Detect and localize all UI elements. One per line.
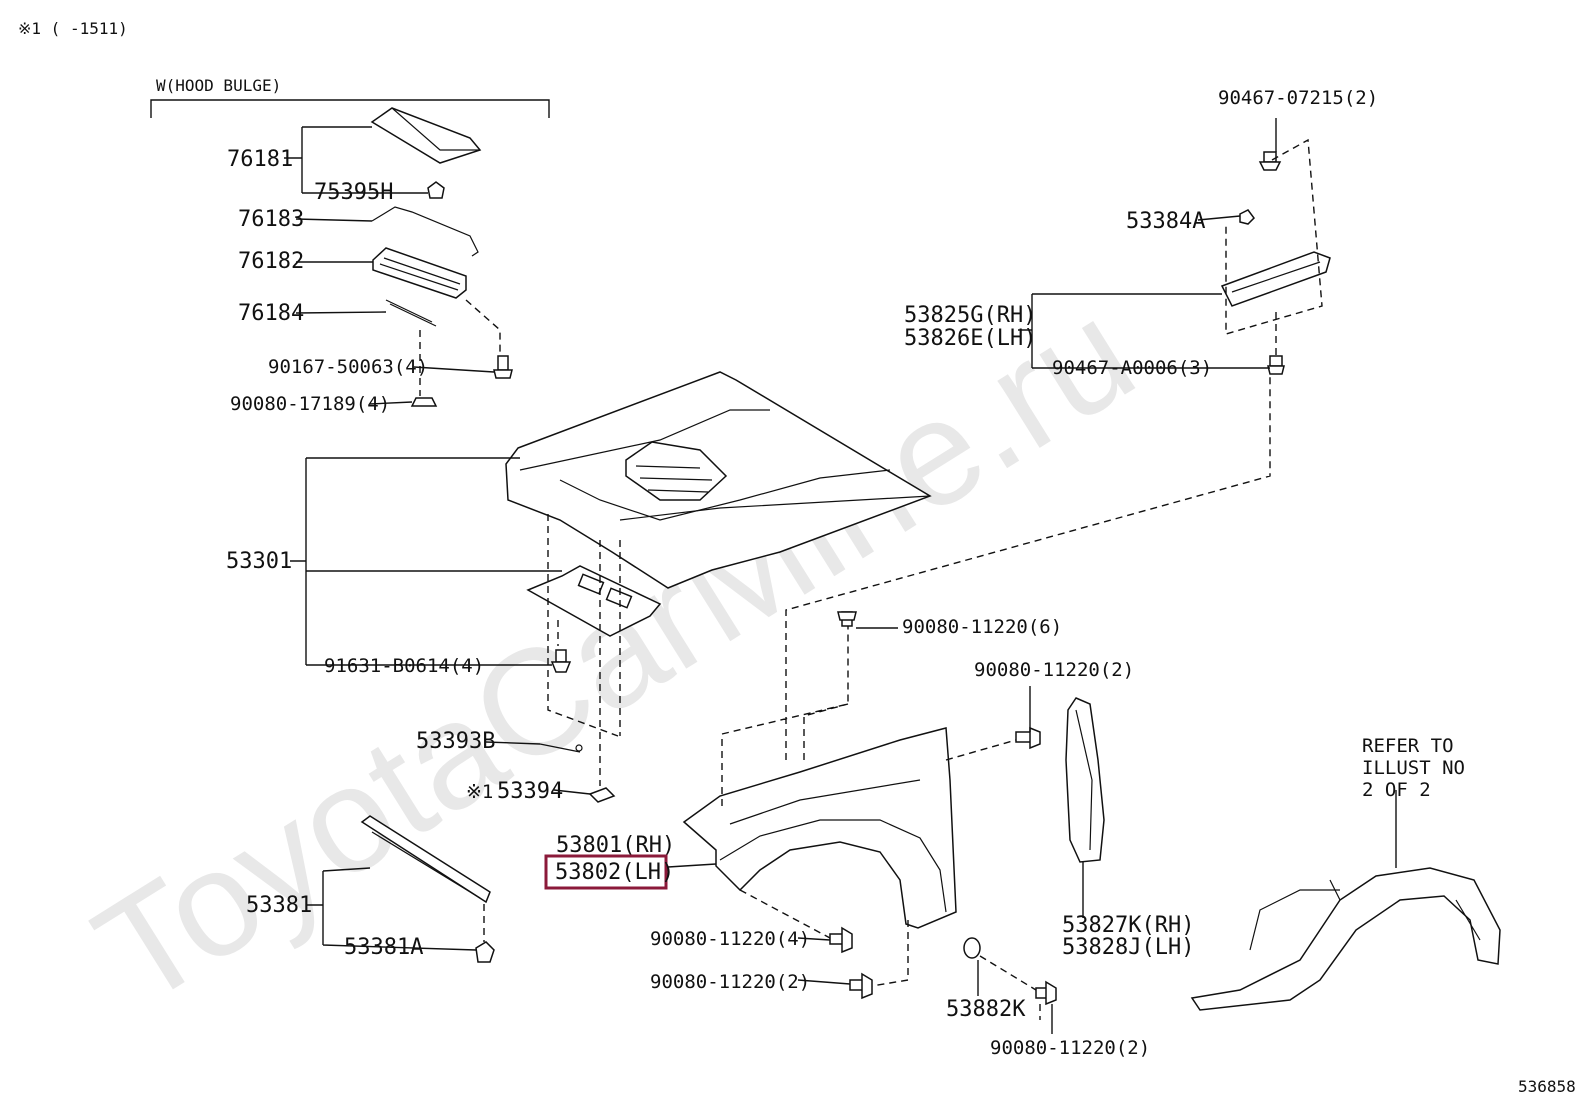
- liner-ref-shape: [1190, 867, 1501, 1011]
- label-91631-B0614[interactable]: 91631-B0614(4): [324, 655, 484, 677]
- watermark: ToyotaCarMine.ru: [68, 267, 1161, 1037]
- label-53802-lh[interactable]: 53802(LH): [555, 860, 674, 885]
- label-76184[interactable]: 76184: [238, 301, 304, 326]
- part-53801-fender-shape: [682, 727, 957, 929]
- bolt-90080-6-shape: [837, 611, 857, 627]
- label-53394[interactable]: 53394: [497, 779, 563, 804]
- label-76181[interactable]: 76181: [227, 147, 293, 172]
- part-53882K-shape: [963, 937, 981, 959]
- highlight-box-53802: [544, 854, 668, 890]
- label-53381A[interactable]: 53381A: [344, 935, 423, 960]
- part-76183-shape: [371, 206, 479, 257]
- refer-note-line-3: 2 OF 2: [1362, 779, 1431, 801]
- label-53801-rh[interactable]: 53801(RH): [556, 833, 675, 858]
- fender-dash-lines: [721, 374, 1271, 1020]
- group-hood-bulge-label: W(HOOD BULGE): [156, 76, 281, 95]
- part-75395H-shape: [427, 181, 445, 199]
- part-76181-shape: [370, 107, 482, 164]
- label-76182[interactable]: 76182: [238, 249, 304, 274]
- part-53301-hood-shape: [505, 371, 932, 589]
- bolt-90080-2c-shape: [1035, 980, 1057, 1006]
- label-90467-A0006[interactable]: 90467-A0006(3): [1052, 357, 1212, 379]
- label-53882K[interactable]: 53882K: [946, 997, 1026, 1022]
- refer-note-line-1: REFER TO: [1362, 735, 1454, 757]
- part-91631-clip-shape: [550, 649, 572, 673]
- support-dash-lines: [1225, 138, 1323, 356]
- group-bracket: [150, 99, 550, 118]
- label-76183[interactable]: 76183: [238, 207, 304, 232]
- bolt-90467-07215-shape: [1258, 151, 1282, 171]
- label-53393B[interactable]: 53393B: [416, 729, 495, 754]
- label-53826E-lh[interactable]: 53826E(LH): [904, 326, 1036, 351]
- part-53301-brace-shape: [526, 565, 662, 637]
- label-53827K-rh[interactable]: 53827K(RH): [1062, 913, 1194, 938]
- footnote-mark: ※1: [466, 781, 493, 803]
- label-90080-11220-2-upper[interactable]: 90080-11220(2): [974, 659, 1134, 681]
- hood-dash-lines: [547, 514, 621, 786]
- bolt-90080-4-shape: [829, 926, 853, 954]
- bolt-90080-2b-shape: [849, 972, 873, 1000]
- part-53393B-shape: [539, 743, 583, 753]
- part-53381-shape: [360, 815, 491, 904]
- label-90080-11220-2-lower[interactable]: 90080-11220(2): [990, 1037, 1150, 1059]
- part-53827K-liner-shape: [1065, 697, 1105, 863]
- label-53381[interactable]: 53381: [246, 893, 312, 918]
- label-53828J-lh[interactable]: 53828J(LH): [1062, 935, 1194, 960]
- part-53825G-shape: [1220, 251, 1331, 307]
- label-53301[interactable]: 53301: [226, 549, 292, 574]
- part-76182-shape: [372, 247, 467, 299]
- diagram-id: 536858: [1518, 1077, 1576, 1096]
- part-76184-shape: [385, 299, 437, 327]
- label-90080-11220-4[interactable]: 90080-11220(4): [650, 928, 810, 950]
- label-90167-50063[interactable]: 90167-50063(4): [268, 356, 428, 378]
- header-note: ※1 ( -1511): [18, 19, 128, 38]
- part-90080-17189-nut-shape: [410, 397, 438, 407]
- part-53381A-clip-shape: [475, 941, 495, 963]
- label-90080-17189[interactable]: 90080-17189(4): [230, 393, 390, 415]
- bulge-dash-lines: [419, 299, 501, 396]
- label-90467-07215[interactable]: 90467-07215(2): [1218, 87, 1378, 109]
- part-90167-bolt-shape: [493, 355, 513, 379]
- label-53825G-rh[interactable]: 53825G(RH): [904, 303, 1036, 328]
- clip-53384A-shape: [1239, 209, 1255, 225]
- label-90080-11220-6[interactable]: 90080-11220(6): [902, 616, 1062, 638]
- label-75395H[interactable]: 75395H: [314, 180, 393, 205]
- leader-lines: [284, 118, 1397, 1034]
- clip-90467-A0006-shape: [1267, 355, 1285, 375]
- part-53394-shape: [588, 787, 616, 803]
- refer-note-line-2: ILLUST NO: [1362, 757, 1465, 779]
- bolt-90080-2a-shape: [1015, 726, 1041, 750]
- label-90080-11220-2-bottom[interactable]: 90080-11220(2): [650, 971, 810, 993]
- label-53384A[interactable]: 53384A: [1126, 209, 1205, 234]
